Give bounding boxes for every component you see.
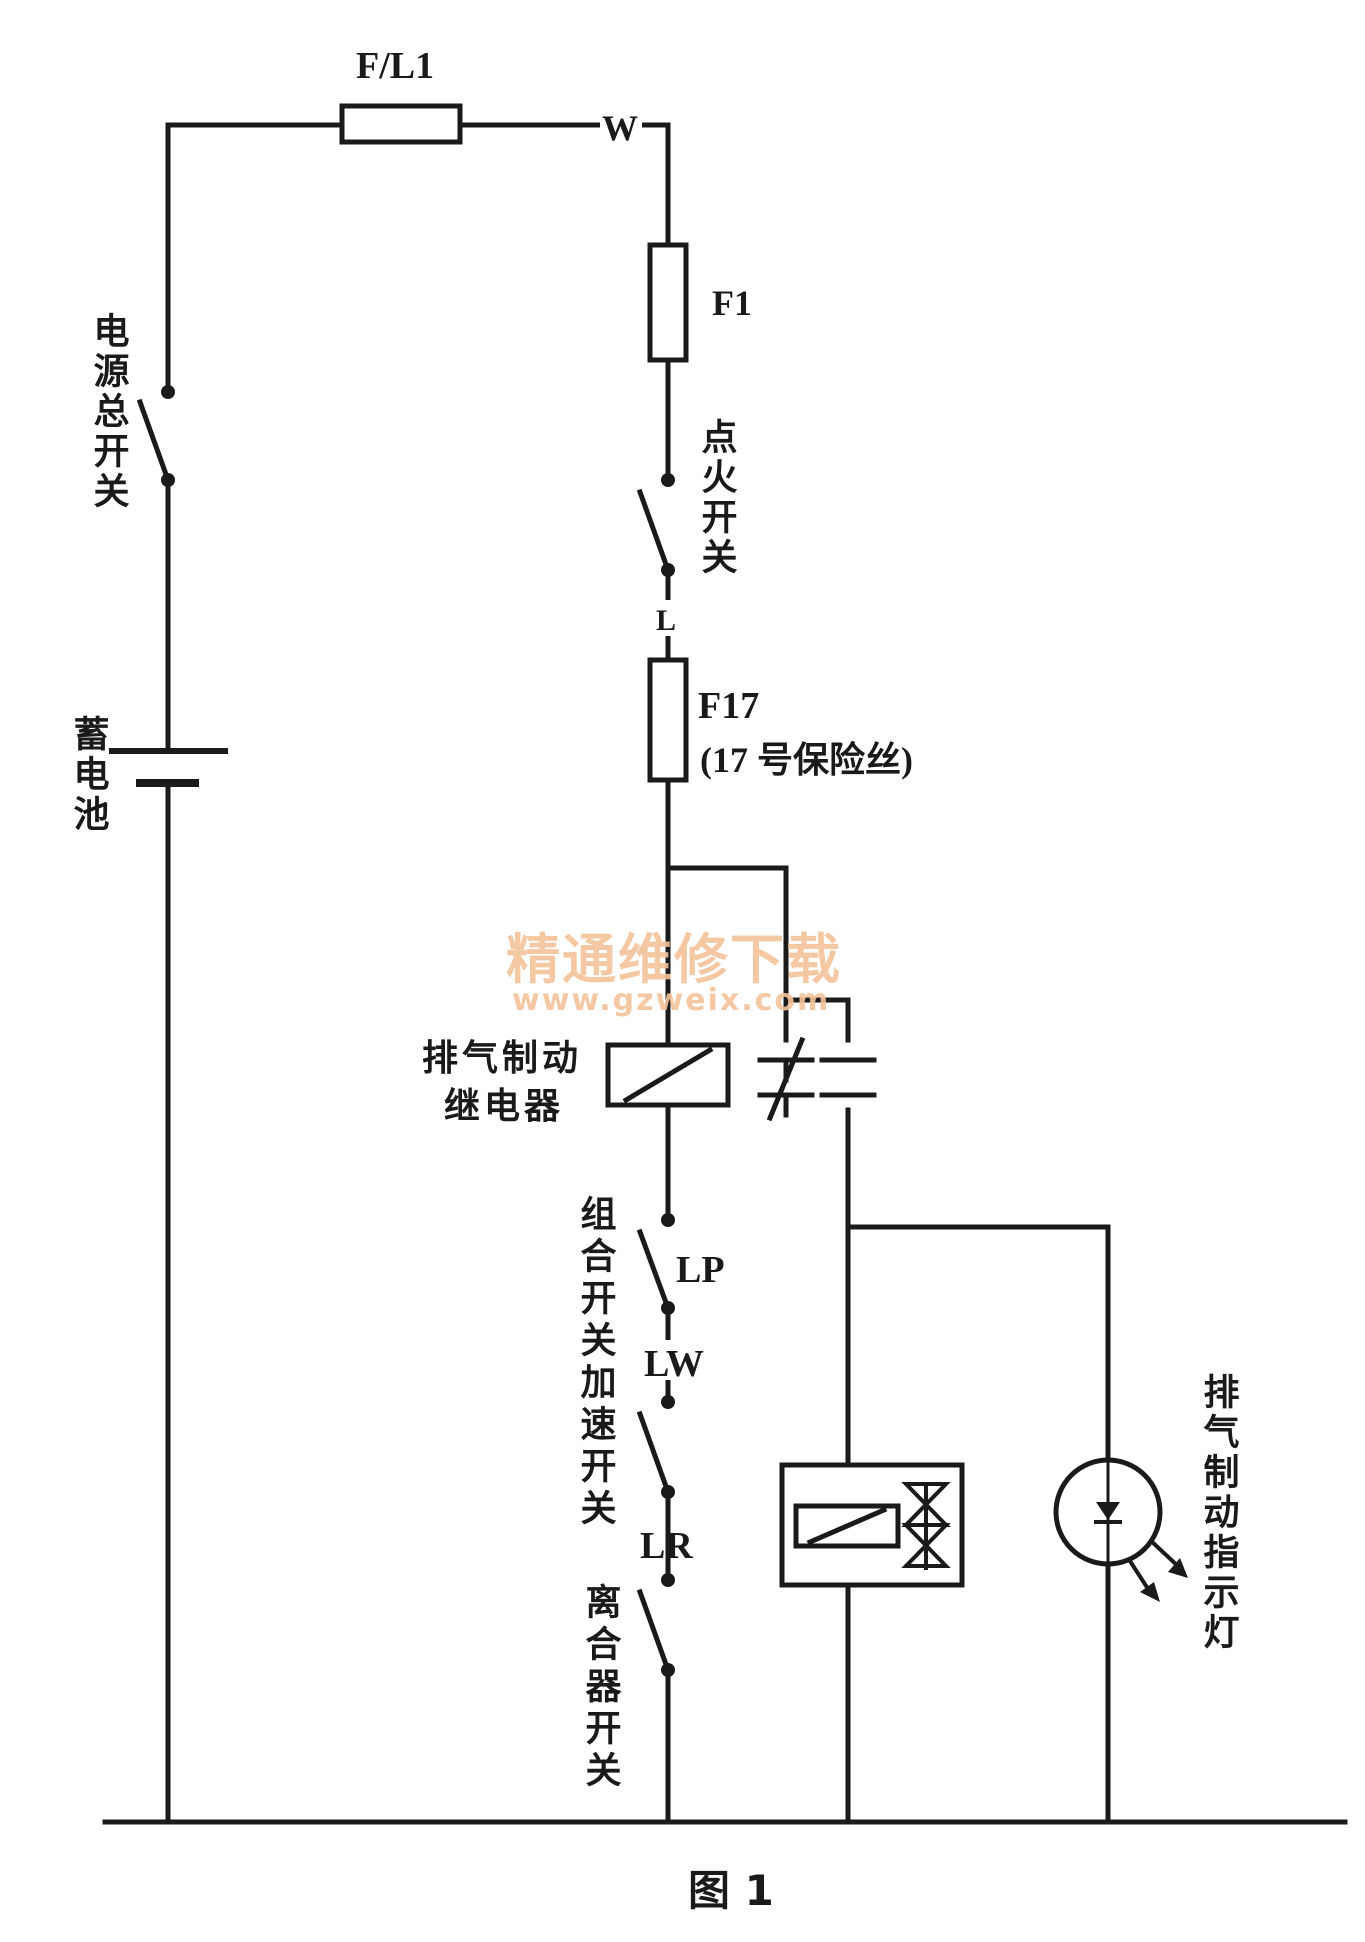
node-w-gap: [600, 110, 642, 142]
main-switch-label: 电源总开关: [88, 312, 130, 512]
solenoid-valve: [779, 1462, 965, 1588]
ignition-switch: [636, 473, 675, 577]
fuse-f17-note: (17 号保险丝): [700, 740, 913, 780]
relay-label-line1: 排气制动: [422, 1038, 582, 1079]
clutch-switch: [636, 1573, 675, 1677]
main-switch: [136, 385, 175, 487]
fuse-f-l1-label: F/L1: [356, 45, 434, 87]
node-lp-label: LP: [676, 1249, 725, 1291]
relay-label-line2: 继电器: [444, 1086, 564, 1127]
node-w-label: W: [602, 108, 638, 148]
battery-label: 蓄电池: [68, 715, 110, 835]
node-l-label: L: [656, 604, 676, 637]
watermark-url: www.gzweix.com: [512, 983, 830, 1018]
relay-contacts: [757, 1036, 877, 1122]
fuse-f17: [647, 657, 689, 783]
relay-coil: [605, 1042, 731, 1108]
wire-top: [165, 122, 671, 248]
combination-switch: [636, 1213, 675, 1315]
battery-symbol: [109, 748, 228, 787]
brake-indicator-label: 排气制动指示灯: [1198, 1373, 1240, 1653]
fuse-f1: [647, 242, 689, 363]
indicator-lamp: [1053, 1457, 1188, 1602]
combo-accel-switch-label: 组合开关加速开关: [575, 1195, 617, 1531]
node-lw-label: LW: [644, 1343, 704, 1385]
fuse-f1-label: F1: [712, 283, 752, 323]
figure-caption: 图 1: [688, 1866, 774, 1915]
accelerator-switch: [636, 1395, 675, 1499]
watermark-title: 精通维修下载: [506, 928, 842, 991]
clutch-switch-label: 离合器开关: [580, 1583, 622, 1793]
node-lw-gap: [644, 1340, 702, 1380]
fuse-f17-label: F17: [698, 685, 759, 727]
node-l-gap: [654, 600, 682, 636]
fuse-f-l1: [339, 103, 463, 145]
ignition-switch-label: 点火开关: [696, 418, 738, 578]
node-lr-label: LR: [640, 1525, 693, 1567]
